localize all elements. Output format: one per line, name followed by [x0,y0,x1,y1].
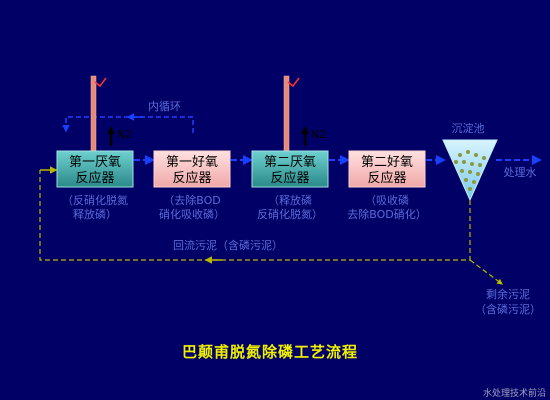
watermark-text: 水处理技术前沿 [483,387,546,399]
reactor-1-note-line2: 释放磷） [73,207,117,221]
return-sludge-line [39,170,471,261]
reactor-2-label-line2: 反应器 [172,170,211,186]
reactor-1: 第一厌氧 反应器 [56,150,134,188]
reactor-3-label-line1: 第二厌氧 [264,155,316,170]
reactor-2-note-line1: （去除BOD [163,193,220,207]
n2-label-right: N2 [311,128,326,141]
clarifier-tank [442,139,498,202]
internal-recycle-line [62,116,194,133]
diagram-title: 巴颠甫脱氮除磷工艺流程 [182,343,358,361]
internal-recycle-label: 内循环 [148,99,181,113]
reactor-3: 第二厌氧 反应器 [251,150,329,188]
effluent-label: 处理水 [504,166,537,179]
reactor-4-label-line2: 反应器 [367,170,406,186]
reactor-1-label-line1: 第一厌氧 [69,155,121,170]
reactor-4-note-line1: （吸收磷 [365,193,409,207]
reactor-1-label-line2: 反应器 [75,170,114,186]
clarifier-label: 沉淀池 [452,121,485,135]
n2-up-arrow-right [301,126,309,146]
vent-pipe-left [90,75,107,153]
reactor-3-note-line2: 反硝化脱氮） [257,207,323,221]
reactor-4-label-line1: 第二好氧 [361,155,413,170]
return-sludge-label: 回流污泥（含磷污泥） [173,238,283,252]
reactor-4-note-line2: 去除BOD硝化） [347,207,426,221]
sludge-particles [454,150,486,191]
reactor-2-label-line1: 第一好氧 [166,155,218,170]
reactor-3-label-line2: 反应器 [270,170,309,186]
reactor-3-note-line1: （释放磷 [268,193,312,207]
waste-sludge-label-line2: （含磷污泥） [475,302,541,316]
reactor-4: 第二好氧 反应器 [348,150,426,188]
reactor-1-note-line1: （反硝化脱氮 [62,193,128,207]
reactor-2-note-line2: 硝化吸收磷） [159,207,225,221]
reactor-2: 第一好氧 反应器 [153,150,231,188]
waste-sludge-arrow [469,259,503,285]
vent-pipe-right [283,75,300,153]
waste-sludge-label-line1: 剩余污泥 [486,287,530,301]
n2-label-left: N2 [117,128,132,141]
n2-up-arrow-left [107,126,115,146]
